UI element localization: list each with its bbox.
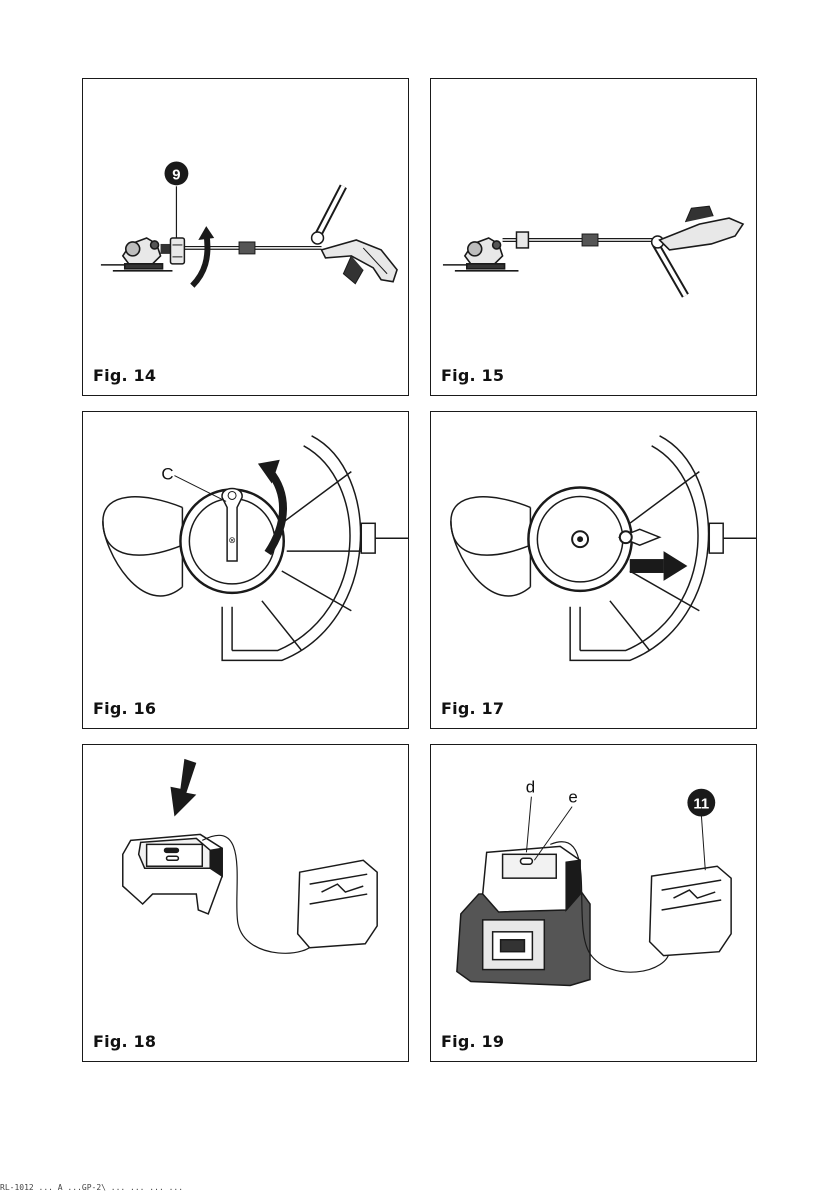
figure-label: Fig. 17: [441, 699, 504, 718]
charger-body: [483, 846, 580, 912]
figure-label: Fig. 19: [441, 1032, 504, 1051]
motor-head: [113, 238, 173, 271]
figure-14-panel: 9 Fig. 14: [82, 78, 409, 396]
figure-15-panel: Fig. 15: [430, 78, 757, 396]
trimmer-folded-handle-illustration: [431, 79, 756, 395]
guard-screw-illustration: [431, 412, 756, 728]
figure-18-panel: Fig. 18: [82, 744, 409, 1062]
figure-label: Fig. 15: [441, 366, 504, 385]
figure-16-panel: ⊗ C Fig. 16: [82, 411, 409, 729]
svg-text:⊗: ⊗: [228, 536, 236, 546]
callout-d: d: [526, 778, 535, 797]
figure-label: Fig. 14: [93, 366, 156, 385]
charger-with-battery-illustration: d e 11: [431, 745, 756, 1061]
power-adapter: [650, 866, 731, 955]
guard-attachment-illustration: ⊗ C: [83, 412, 408, 728]
charger-body: [123, 834, 222, 913]
charger-insert-illustration: [83, 745, 408, 1061]
figure-19-panel: d e 11 Fig. 19: [430, 744, 757, 1062]
trimmer-extended-illustration: 9: [83, 79, 408, 395]
figure-label: Fig. 16: [93, 699, 156, 718]
callout-c: C: [161, 465, 173, 484]
figure-label: Fig. 18: [93, 1032, 156, 1051]
page-footer-text: RL-1012 ... A ...GP-2\ ... ... ... ...: [0, 1183, 183, 1192]
power-adapter: [298, 860, 377, 947]
callout-11: 11: [693, 797, 709, 813]
callout-9: 9: [172, 167, 180, 183]
figure-17-panel: Fig. 17: [430, 411, 757, 729]
callout-e: e: [568, 788, 577, 807]
